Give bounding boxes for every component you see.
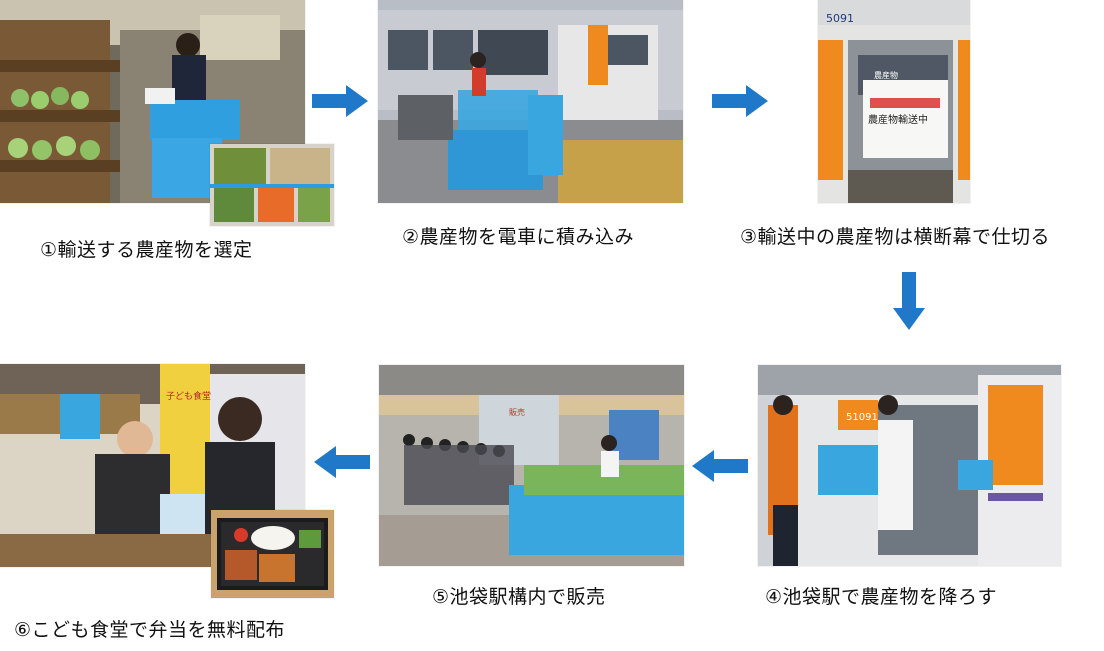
step6-bento-inset-photo xyxy=(211,510,334,598)
step2-photo xyxy=(378,0,683,203)
arrow-down-3-to-4 xyxy=(893,272,925,330)
step4-photo: 51091 xyxy=(758,365,1061,566)
sale-sign-label: 販売 xyxy=(509,407,525,417)
step4-caption: ④池袋駅で農産物を降ろす xyxy=(765,586,998,608)
arrow-right-1-to-2 xyxy=(312,85,368,117)
car-number-label-a: 5091 xyxy=(826,12,854,25)
step1-produce-inset-photo xyxy=(210,144,334,226)
car-number-label-b: 51091 xyxy=(846,412,878,423)
step6-photo: 子ども食堂 xyxy=(0,364,305,567)
banner-sign-label: 農産物 xyxy=(874,70,898,80)
step5-caption: ⑤池袋駅構内で販売 xyxy=(432,586,606,608)
arrow-left-4-to-5 xyxy=(692,450,748,482)
banner-heading-label: 農産物輸送中 xyxy=(868,113,928,126)
arrow-left-5-to-6 xyxy=(314,446,370,478)
step1-caption: ①輸送する農産物を選定 xyxy=(40,239,253,261)
step5-photo: 販売 xyxy=(379,365,684,566)
step6-caption: ⑥こども食堂で弁当を無料配布 xyxy=(14,619,286,641)
step3-caption: ③輸送中の農産物は横断幕で仕切る xyxy=(740,226,1051,248)
step3-photo: 5091 農産物 農産物輸送中 xyxy=(818,0,970,203)
arrow-right-2-to-3 xyxy=(712,85,768,117)
pole-sign-label: 子ども食堂 xyxy=(166,390,211,402)
step2-caption: ②農産物を電車に積み込み xyxy=(402,226,635,248)
